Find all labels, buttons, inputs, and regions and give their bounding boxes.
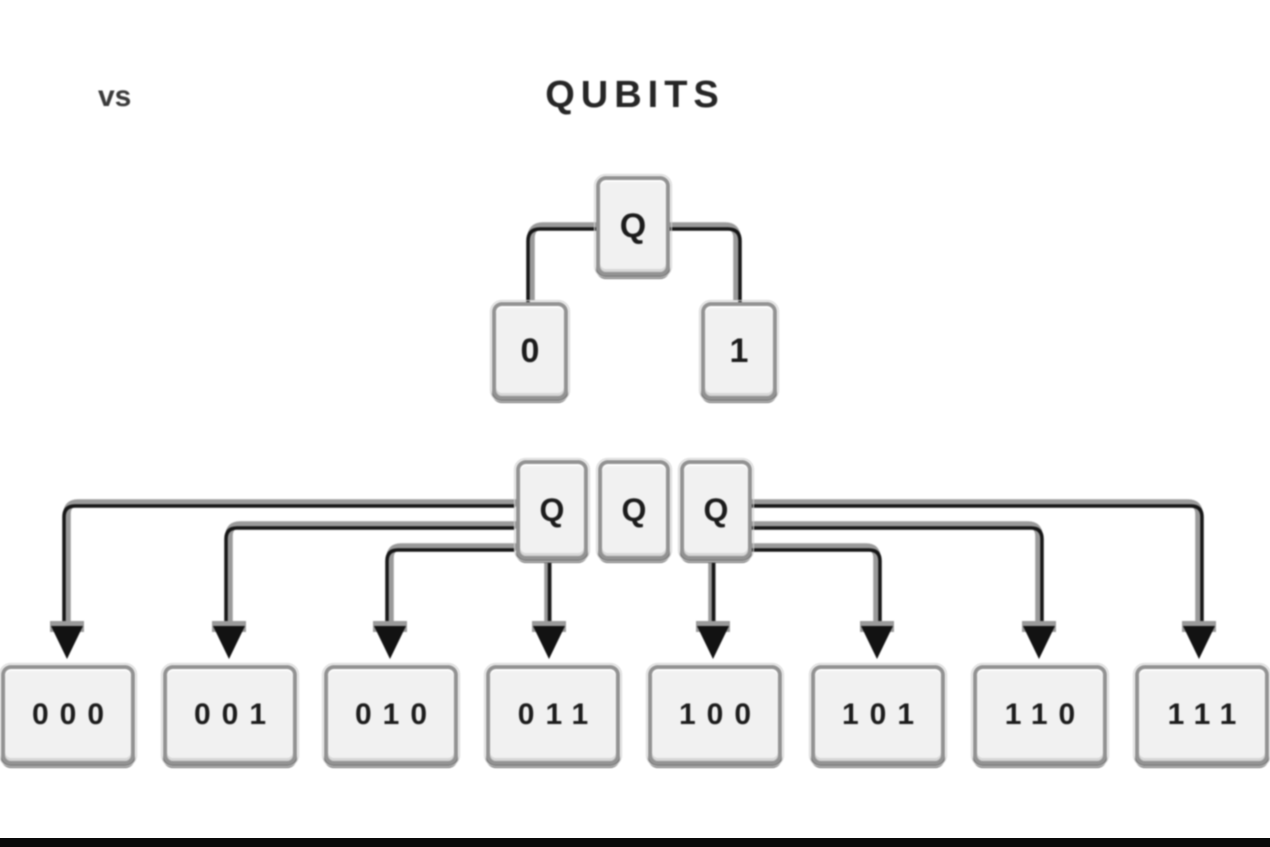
arrow-101: [861, 626, 893, 659]
three-qubit-label-2: Q: [621, 491, 647, 528]
vs-label: vs: [98, 80, 132, 113]
state-011-label: 011: [517, 698, 600, 731]
state-0-key: 0: [490, 300, 570, 402]
state-100-label: 100: [678, 698, 763, 731]
state-000-label: 000: [31, 698, 116, 731]
state-010-label: 010: [354, 698, 439, 731]
state-110-key: 110: [971, 663, 1109, 767]
three-qubit-key-1: Q: [514, 458, 590, 562]
page-title: QUBITS: [545, 74, 725, 116]
connector-left-001: [225, 521, 518, 630]
connector-left-010: [386, 543, 518, 630]
arrow-011: [533, 626, 565, 659]
state-011-key: 011: [484, 663, 622, 767]
arrow-001: [213, 626, 245, 659]
state-1-label: 1: [729, 331, 749, 370]
three-qubit-key-2: Q: [596, 458, 672, 562]
connector-right-110: [746, 521, 1043, 630]
arrow-000: [51, 626, 83, 659]
three-qubit-key-3: Q: [678, 458, 754, 562]
arrow-010: [374, 626, 406, 659]
state-000-key: 000: [0, 663, 137, 767]
state-001-key: 001: [161, 663, 299, 767]
state-110-label: 110: [1004, 698, 1087, 731]
state-101-key: 101: [809, 663, 947, 767]
state-0-label: 0: [520, 331, 540, 370]
state-100-key: 100: [646, 663, 784, 767]
state-1-key: 1: [699, 300, 779, 402]
state-001-label: 001: [193, 698, 278, 731]
connector-root-to-1: [662, 222, 741, 300]
connector-right-101: [746, 543, 881, 630]
arrow-100: [697, 626, 729, 659]
bottom-divider-bar: [0, 838, 1270, 847]
state-111-label: 111: [1167, 698, 1248, 731]
state-010-key: 010: [322, 663, 460, 767]
single-qubit-label: Q: [619, 206, 647, 245]
state-101-label: 101: [841, 698, 926, 731]
connector-root-to-0: [527, 222, 600, 300]
three-qubit-label-1: Q: [539, 491, 565, 528]
arrow-111: [1183, 626, 1215, 659]
state-111-key: 111: [1133, 663, 1270, 767]
arrow-110: [1023, 626, 1055, 659]
three-qubit-label-3: Q: [703, 491, 729, 528]
single-qubit-key: Q: [594, 174, 672, 278]
